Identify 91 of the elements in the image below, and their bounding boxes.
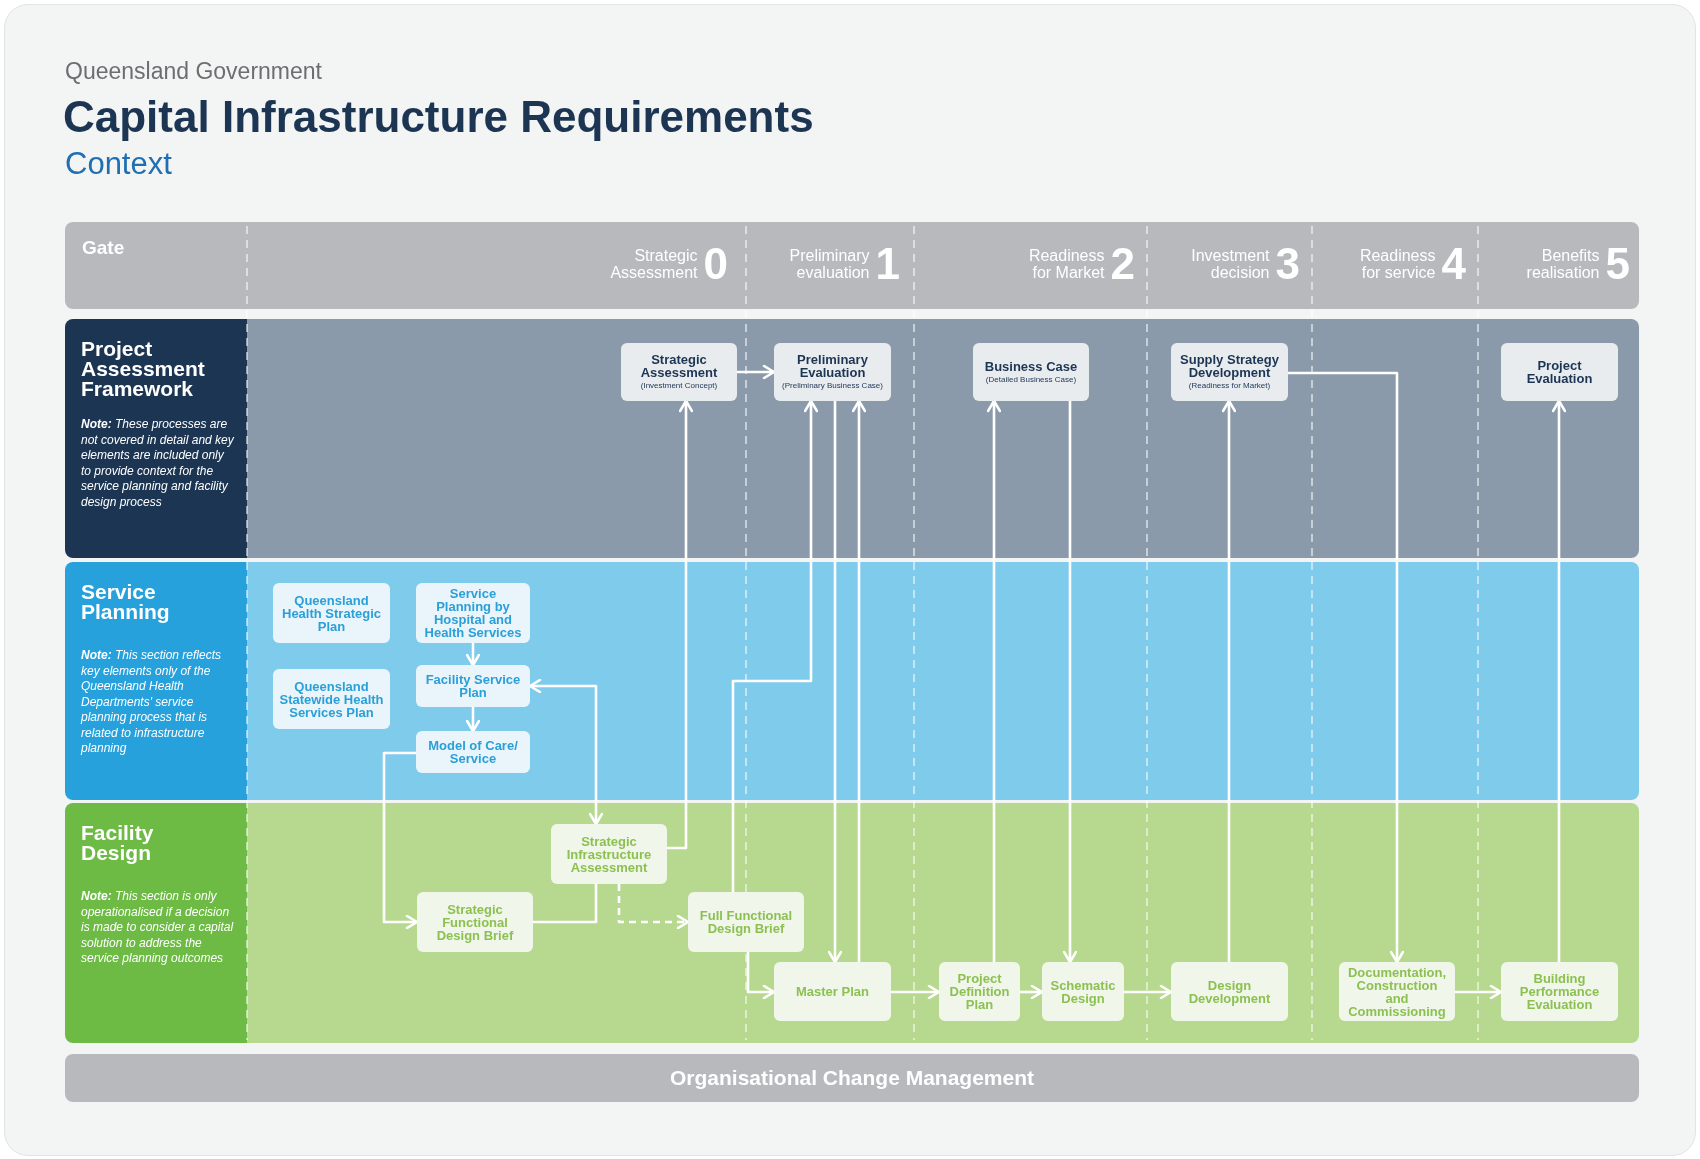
lane-note: Note: These processes are not covered in detail and key elements are included only to provide context for the service planning and facility design process — [81, 417, 235, 510]
subtitle: Context — [65, 146, 172, 182]
title: Capital Infrastructure Requirements — [63, 92, 814, 142]
arrow — [1020, 984, 1044, 1000]
gate-number: 4 — [1441, 244, 1466, 284]
box-title: Queensland Statewide Health Services Plan — [279, 679, 384, 719]
process-box — [1501, 962, 1618, 1021]
arrow — [1288, 371, 1405, 964]
process-box — [688, 892, 804, 952]
box-title: Schematic Design — [1049, 978, 1117, 1005]
arrow — [1455, 984, 1503, 1000]
box-title: Master Plan — [796, 985, 869, 998]
process-box — [1339, 962, 1455, 1021]
lane-heading: Facility Design — [81, 823, 155, 863]
gate-label: Benefits realisation — [1525, 247, 1600, 281]
process-box — [1501, 343, 1618, 401]
swimlane — [65, 319, 1639, 558]
arrow — [465, 707, 481, 733]
arrow — [731, 399, 819, 892]
process-box — [1171, 962, 1288, 1021]
process-box — [273, 583, 390, 643]
gate-number: 5 — [1605, 244, 1630, 284]
process-box — [273, 669, 390, 729]
bottom-bar — [65, 1054, 1639, 1102]
swimlane — [65, 562, 1639, 800]
gate-number: 1 — [875, 244, 900, 284]
process-box — [416, 665, 530, 707]
gate-label: Strategic Assessment — [609, 247, 698, 281]
box-subtitle: (Investment Concept) — [640, 381, 718, 391]
box-title: Project Evaluation — [1525, 359, 1594, 385]
arrow — [667, 399, 694, 850]
arrow — [827, 401, 843, 964]
box-title: Preliminary Evaluation — [796, 353, 869, 379]
arrow — [617, 884, 690, 930]
process-box — [416, 731, 530, 773]
process-box — [939, 962, 1020, 1021]
box-title: Strategic Assessment — [639, 353, 719, 379]
arrow — [465, 643, 481, 667]
box-title: Design Development — [1187, 978, 1272, 1005]
arrow — [737, 364, 776, 380]
arrow — [851, 399, 867, 962]
process-box — [416, 583, 530, 643]
box-title: Building Performance Evaluation — [1518, 972, 1601, 1011]
box-subtitle: (Readiness for Market) — [1188, 381, 1271, 391]
process-box — [1042, 962, 1124, 1021]
box-title: Documentation, Construction and Commissioning — [1346, 965, 1448, 1018]
process-box — [774, 343, 891, 401]
process-box — [973, 343, 1089, 401]
box-title: Supply Strategy Development — [1179, 353, 1280, 379]
gate-number: 2 — [1110, 244, 1135, 284]
swimlane — [65, 803, 1639, 1043]
arrow — [528, 678, 604, 826]
gate-label: Investment decision — [1190, 247, 1270, 281]
process-box — [417, 892, 533, 952]
lane-heading: Service Planning — [81, 582, 171, 622]
arrow — [1551, 399, 1567, 962]
box-title: Queensland Health Strategic Plan — [281, 593, 382, 633]
arrow — [382, 751, 419, 930]
arrow — [986, 399, 1002, 962]
arrow — [1221, 399, 1237, 962]
organisation-name: Queensland Government — [65, 58, 322, 85]
arrow — [1062, 401, 1078, 964]
gate-label: Preliminary evaluation — [788, 247, 870, 281]
arrow — [746, 952, 776, 1000]
box-title: Facility Service Plan — [424, 673, 522, 699]
box-title: Strategic Functional Design Brief — [435, 902, 515, 942]
gate-number: 0 — [703, 244, 728, 284]
box-title: Full Functional Design Brief — [698, 909, 794, 935]
box-title: Service Planning by Hospital and Health Services — [423, 587, 523, 639]
box-subtitle: (Detailed Business Case) — [985, 374, 1077, 385]
arrow — [1124, 984, 1173, 1000]
gate-band — [65, 222, 1639, 309]
arrow — [891, 984, 941, 1000]
process-box — [621, 343, 737, 401]
bar-label: Organisational Change Management — [669, 1066, 1035, 1090]
gate-label: Readiness for service — [1358, 247, 1436, 281]
gate-label: Readiness for Market — [1027, 247, 1105, 281]
connector-line — [533, 884, 598, 924]
lane-note: Note: This section reflects key elements only of the Queensland Health Departments' service planning process that is related to infrastructure planning — [81, 648, 223, 757]
process-box — [774, 962, 891, 1021]
row-heading: Gate — [82, 238, 125, 258]
process-box — [551, 824, 667, 884]
box-title: Business Case — [984, 359, 1078, 373]
process-box — [1171, 343, 1288, 401]
lane-heading: Project Assessment Framework — [81, 339, 206, 399]
box-title: Strategic Infrastructure Assessment — [565, 834, 653, 874]
gate-number: 3 — [1275, 244, 1300, 284]
lane-note: Note: This section is only operationalised if a decision is made to consider a capital solution to address the service planning outcomes — [81, 889, 235, 967]
box-title: Project Definition Plan — [948, 972, 1011, 1011]
box-title: Model of Care/ Service — [427, 739, 519, 765]
box-subtitle: (Preliminary Business Case) — [782, 381, 883, 391]
